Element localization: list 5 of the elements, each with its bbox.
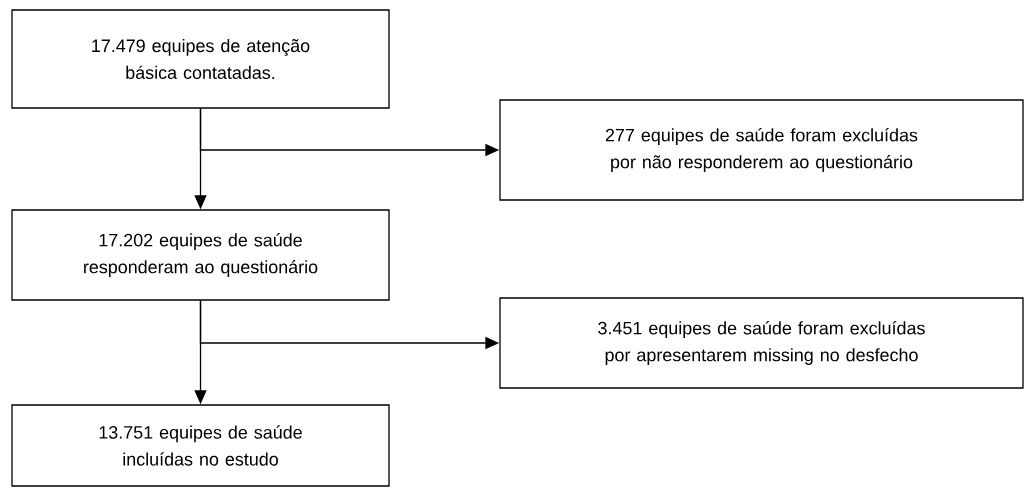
process-box: 17.479 equipes de atenção básica contatadas. — [11, 9, 390, 109]
process-box: 13.751 equipes de saúde incluídas no estudo — [11, 404, 390, 487]
process-box: 3.451 equipes de saúde foram excluídas por apresentarem missing no desfecho — [499, 297, 1024, 389]
process-box: 17.202 equipes de saúde responderam ao questionário — [11, 209, 390, 301]
process-box: 277 equipes de saúde foram excluídas por não responderem ao questionário — [499, 99, 1024, 201]
